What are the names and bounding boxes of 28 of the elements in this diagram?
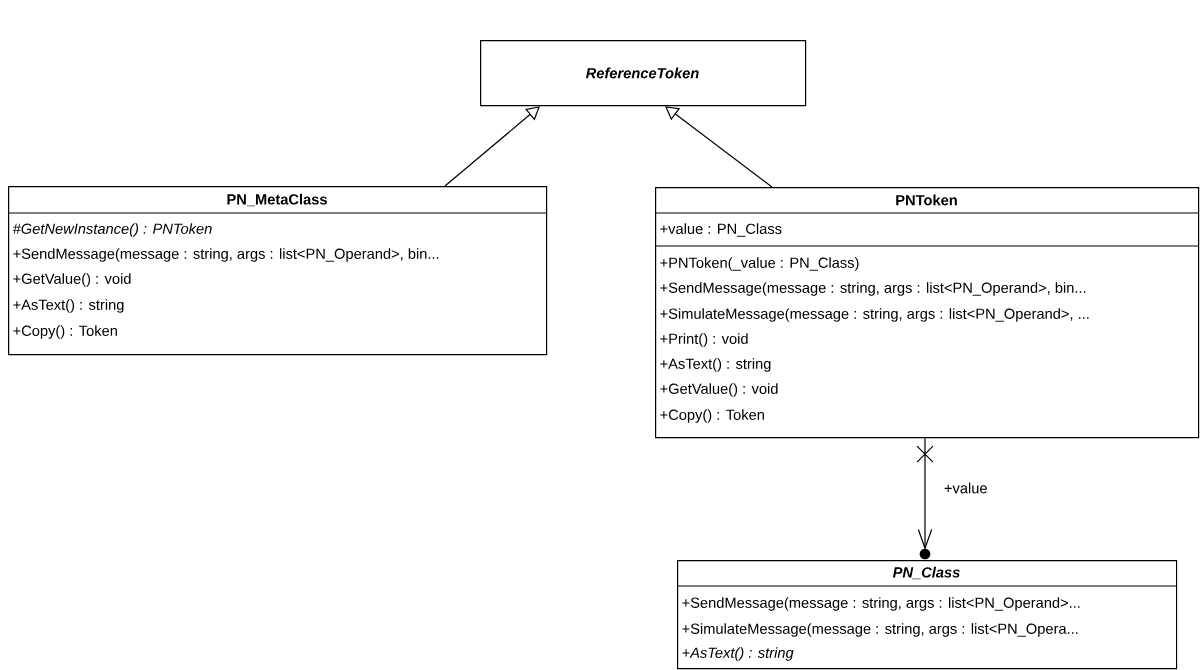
method-text: +Copy() : Token — [660, 409, 764, 423]
edge-label: +value — [942, 481, 989, 495]
association-arrow — [916, 437, 934, 560]
method-text: +SendMessage(message : string, args : list<PN_Operand>, bin... — [13, 248, 439, 262]
class-name: PN_MetaClass — [227, 193, 327, 207]
method-text: +SimulateMessage(message : string, args : list<PN_Operand>, ... — [660, 308, 1089, 322]
method-text: +AsText() : string — [660, 358, 771, 372]
class-name: PN_Class — [892, 566, 960, 580]
generalization-arrow — [444, 106, 540, 187]
class-name: PNToken — [896, 194, 957, 206]
class-box — [480, 40, 807, 107]
class-name: ReferenceToken — [585, 67, 699, 79]
method-text: +SendMessage(message : string, args : list<PN_Operand>... — [682, 597, 1080, 611]
method-text: +AsText() : string — [13, 299, 124, 313]
method-text: #GetNewInstance() : PNToken — [12, 223, 212, 237]
method-text: +PNToken(_value : PN_Class) — [660, 257, 859, 271]
class-box — [676, 560, 1178, 670]
method-text: +AsText() : string — [682, 647, 794, 661]
method-text: +GetValue() : void — [660, 383, 778, 397]
method-text: +SimulateMessage(message : string, args : list<PN_Opera... — [682, 623, 1078, 637]
class-box — [654, 187, 1200, 439]
method-text: +Print() : void — [660, 333, 748, 347]
method-text: +GetValue() : void — [13, 273, 131, 287]
method-text: +SendMessage(message : string, args : list<PN_Operand>, bin... — [660, 282, 1086, 296]
attribute-text: +value : PN_Class — [660, 223, 782, 237]
class-box — [7, 186, 548, 356]
method-text: +Copy() : Token — [13, 325, 117, 339]
generalization-arrow — [665, 106, 773, 188]
